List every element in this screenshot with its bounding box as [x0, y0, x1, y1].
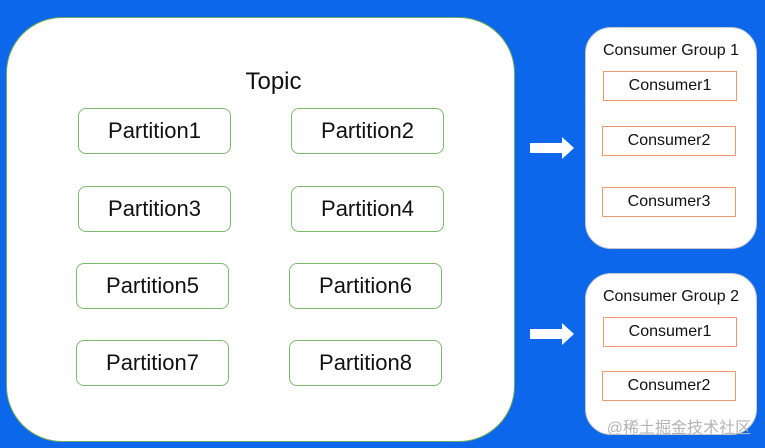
partition-2: Partition2 [291, 108, 444, 154]
partition-5: Partition5 [76, 263, 229, 309]
arrow-to-group-2-icon [530, 323, 574, 345]
consumer-group-2: Consumer Group 2 [585, 273, 757, 435]
consumer-group-2-title: Consumer Group 2 [602, 288, 740, 305]
consumer-group-1-title: Consumer Group 1 [602, 42, 740, 59]
topic-title: Topic [245, 68, 302, 95]
group-1-consumer-2: Consumer2 [602, 126, 736, 156]
partition-6: Partition6 [289, 263, 442, 309]
partition-3: Partition3 [78, 186, 231, 232]
group-2-consumer-1: Consumer1 [603, 317, 737, 347]
partition-4: Partition4 [291, 186, 444, 232]
group-1-consumer-1: Consumer1 [603, 71, 737, 101]
partition-7: Partition7 [76, 340, 229, 386]
watermark: @稀土掘金技术社区 [606, 420, 751, 437]
arrow-to-group-1-icon [530, 137, 574, 159]
partition-1: Partition1 [78, 108, 231, 154]
group-2-consumer-2: Consumer2 [602, 371, 736, 401]
partition-8: Partition8 [289, 340, 442, 386]
group-1-consumer-3: Consumer3 [602, 187, 736, 217]
